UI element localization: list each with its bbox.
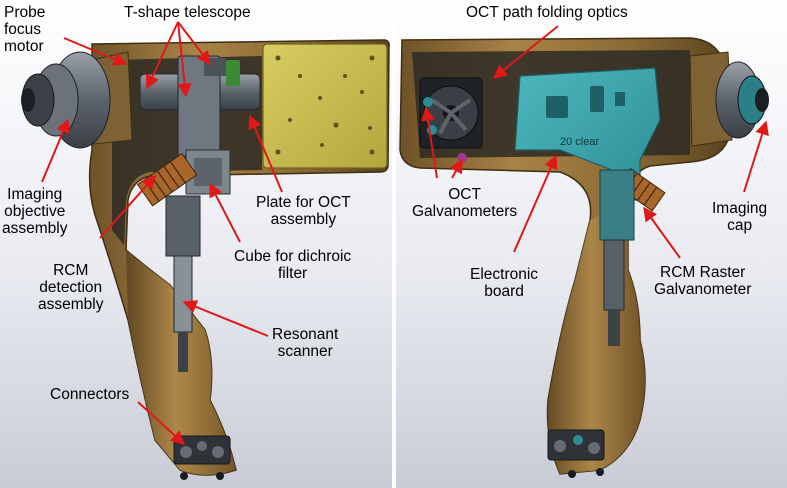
arrow-oct-galvo-2 [449,158,463,179]
fan-blades [430,98,472,134]
right-connector-3 [588,442,600,454]
label-t-shape-telescope: T-shape telescope [124,4,251,21]
arrow-telescope-3 [177,21,211,66]
dichroic-cube-face [194,158,222,186]
right-connector-1 [554,440,566,452]
right-screw-2 [596,468,604,476]
connector-3 [212,446,224,458]
arrow-plate [248,114,283,193]
label-probe-focus-motor: Probe focus motor [4,4,46,55]
arrow-probe-focus-motor [63,37,128,66]
connector-1 [180,446,192,458]
oct-plate [262,43,388,169]
label-rcm-raster-galvanometer: RCM Raster Galvanometer [654,264,752,298]
label-imaging-objective-assembly: Imaging objective assembly [2,186,68,237]
connector-2 [197,441,207,451]
board-chip-1 [546,96,568,118]
resonant-scanner-body [173,255,193,333]
galvo-1 [423,97,433,107]
screw-1 [180,472,188,480]
arrow-rcm-detection [99,174,156,239]
label-oct-path-folding-optics: OCT path folding optics [466,4,628,21]
label-plate-for-oct-assembly: Plate for OCT assembly [256,194,351,228]
panel-divider [392,0,396,488]
screw-2 [216,472,224,480]
arrow-imaging-objective [41,118,70,183]
right-column-lower [603,239,625,311]
arrow-oct-galvo-1 [421,106,438,179]
left-device [21,39,390,480]
arrow-electronic-board [513,154,558,253]
arrow-telescope-1 [146,21,179,90]
label-oct-galvanometers: OCT Galvanometers [412,186,518,220]
scanner-shaft [178,332,188,372]
board-chip-3 [615,92,625,106]
arrow-imaging-cap [743,120,769,193]
green-component [226,60,240,86]
right-connector-block [547,429,605,461]
label-connectors: Connectors [50,386,130,403]
right-shaft [608,310,620,346]
arrow-oct-folding [492,25,559,79]
plate-holes [275,55,375,155]
right-device: 20 clear [399,37,769,478]
label-cube-for-dichroic-filter: Cube for dichroic filter [234,248,352,282]
arrow-rcm-raster [643,206,681,259]
label-rcm-detection-assembly: RCM detection assembly [38,262,104,313]
label-imaging-cap: Imaging cap [712,200,768,234]
arrow-connectors [137,401,186,445]
board-engraving: 20 clear [560,136,599,148]
objective-lens [21,88,35,112]
imaging-cap-lens [755,88,769,112]
right-column [599,169,635,241]
label-resonant-scanner: Resonant scanner [272,326,339,360]
label-electronic-board: Electronic board [470,266,539,300]
arrow-resonant-scanner [182,300,269,337]
arrow-cube [209,182,241,243]
callout-arrows [41,21,769,445]
board-chip-2 [590,86,604,112]
arrow-telescope-2 [177,21,192,98]
right-screw-1 [568,470,576,478]
right-connector-2 [573,435,583,445]
scanner-housing [165,195,201,257]
